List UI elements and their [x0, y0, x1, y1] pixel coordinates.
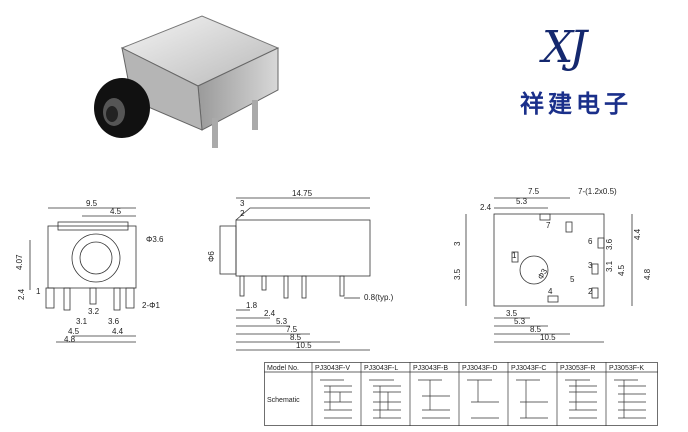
fv-width: 9.5 [86, 199, 98, 208]
bv-l2: 3.5 [453, 268, 462, 280]
sv-p3: 5.3 [276, 317, 288, 326]
sv-p2: 2.4 [264, 309, 276, 318]
sv-dia: Φ6 [207, 251, 216, 262]
fv-b4: 4.5 [68, 327, 80, 336]
schematic-label: Schematic [267, 397, 300, 404]
bv-r5: 4.8 [643, 268, 652, 280]
bv-b4: 10.5 [540, 333, 556, 342]
side-view [219, 197, 371, 351]
bv-t1: 7.5 [528, 187, 540, 196]
bv-t3: 2.4 [480, 203, 492, 212]
product-photo [82, 8, 292, 158]
sv-top-b: 2 [240, 209, 245, 218]
schematic-glyphs [320, 379, 646, 419]
bv-dia: Φ3 [536, 267, 549, 281]
fv-side-b: 1 [36, 287, 41, 296]
bv-pin-5: 5 [570, 275, 575, 284]
logo-mark: XJ [542, 22, 587, 73]
sv-top-a: 3 [240, 199, 245, 208]
bv-r2: 4.4 [633, 228, 642, 240]
sv-length: 14.75 [292, 189, 313, 198]
company-name: 祥建电子 [520, 89, 632, 118]
company-logo: XJ 祥建电子 [520, 22, 650, 122]
bv-r1: 3.6 [605, 238, 614, 250]
fv-height: 4.07 [15, 254, 24, 270]
fv-b3: 3.6 [108, 317, 120, 326]
sv-p5: 8.5 [290, 333, 302, 342]
bv-b2: 5.3 [514, 317, 526, 326]
bv-pin-3: 3 [588, 261, 593, 270]
bv-pin-1: 1 [512, 251, 517, 260]
bv-pin-2: 2 [588, 287, 593, 296]
bv-pin-7: 7 [546, 221, 551, 230]
sv-p4: 7.5 [286, 325, 298, 334]
fv-side-a: 2.4 [17, 288, 26, 300]
sv-thick: 0.8(typ.) [364, 293, 394, 302]
sv-p6: 10.5 [296, 341, 312, 350]
fv-pin: 2-Φ1 [142, 301, 160, 310]
bv-b1: 3.5 [506, 309, 518, 318]
bv-pin-6: 6 [588, 237, 593, 246]
fv-b6: 4.8 [64, 335, 76, 344]
bv-b3: 8.5 [530, 325, 542, 334]
model-5: PJ3053F-R [560, 365, 595, 372]
model-1: PJ3043F-L [364, 365, 398, 372]
fv-hole: Φ3.6 [146, 235, 164, 244]
front-view [29, 207, 137, 343]
fv-b2: 3.1 [76, 317, 88, 326]
fv-b5: 4.4 [112, 327, 124, 336]
bottom-view [465, 197, 633, 343]
fv-inner: 4.5 [110, 207, 122, 216]
model-2: PJ3043F-B [413, 365, 448, 372]
sv-p1: 1.8 [246, 301, 258, 310]
bv-holes: 7-(1.2x0.5) [578, 187, 617, 196]
model-3: PJ3043F-D [462, 365, 497, 372]
bv-r3: 3.1 [605, 260, 614, 272]
bv-r4: 4.5 [617, 264, 626, 276]
bv-l1: 3 [453, 241, 462, 246]
model-6: PJ3053F-K [609, 365, 644, 372]
bv-pin-4: 4 [548, 287, 553, 296]
model-0: PJ3043F-V [315, 365, 350, 372]
model-4: PJ3043F-C [511, 365, 546, 372]
schematic-table: Model No. Schematic PJ3043F-V PJ3043F-L … [264, 362, 658, 426]
fv-b1: 3.2 [88, 307, 100, 316]
model-header: Model No. [267, 365, 299, 372]
bv-t2: 5.3 [516, 197, 528, 206]
